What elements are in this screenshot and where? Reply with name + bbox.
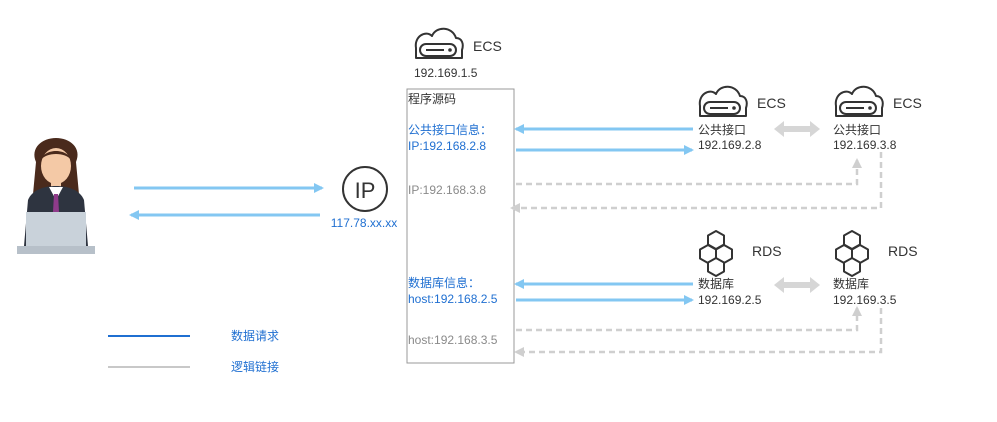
legend-request-label: 数据请求 <box>231 328 279 343</box>
source-code-box <box>406 88 515 364</box>
db-host-alt: host:192.168.3.5 <box>408 333 498 347</box>
swap-arrow-icon <box>774 277 820 293</box>
legend-logic-label: 逻辑链接 <box>231 359 279 374</box>
swap-arrow-icon <box>774 121 820 137</box>
cloud-server-icon <box>698 85 748 117</box>
rds-a-label: RDS <box>752 243 782 259</box>
ecs-a-label: ECS <box>757 95 786 111</box>
ecs-b-label: ECS <box>893 95 922 111</box>
api-alt-logic-return <box>510 152 883 213</box>
rds-b-ip: 192.169.3.5 <box>833 293 897 307</box>
source-box-title: 程序源码 <box>408 91 456 106</box>
ecs-a-name: 公共接口 <box>698 122 746 137</box>
rds-b-name: 数据库 <box>833 276 869 291</box>
rds-a-name: 数据库 <box>698 276 734 291</box>
database-cluster-icon <box>835 230 869 277</box>
api-ip: IP:192.168.2.8 <box>408 139 486 153</box>
ecs-b-ip: 192.169.3.8 <box>833 138 897 152</box>
api-info-label: 公共接口信息： <box>408 122 492 137</box>
ecs-a-ip: 192.169.2.8 <box>698 138 762 152</box>
db-host: host:192.168.2.5 <box>408 292 498 306</box>
db-info-label: 数据库信息： <box>408 275 480 290</box>
user-icon <box>17 138 95 254</box>
ecs-b-name: 公共接口 <box>833 122 881 137</box>
cloud-server-icon <box>414 27 464 59</box>
ip-address: 117.78.xx.xx <box>331 216 397 230</box>
cloud-server-icon <box>834 85 884 117</box>
database-cluster-icon <box>699 230 733 277</box>
top-ecs-label: ECS <box>473 38 502 54</box>
rds-a-ip: 192.169.2.5 <box>698 293 762 307</box>
ip-icon-text: IP <box>355 178 376 203</box>
api-alt-logic-link <box>516 158 862 186</box>
db-alt-logic-link <box>516 306 862 332</box>
ip-icon: IP <box>342 166 388 212</box>
db-alt-logic-return <box>514 308 883 357</box>
rds-b-label: RDS <box>888 243 918 259</box>
api-ip-alt: IP:192.168.3.8 <box>408 183 486 197</box>
top-ecs-ip: 192.169.1.5 <box>414 66 478 80</box>
